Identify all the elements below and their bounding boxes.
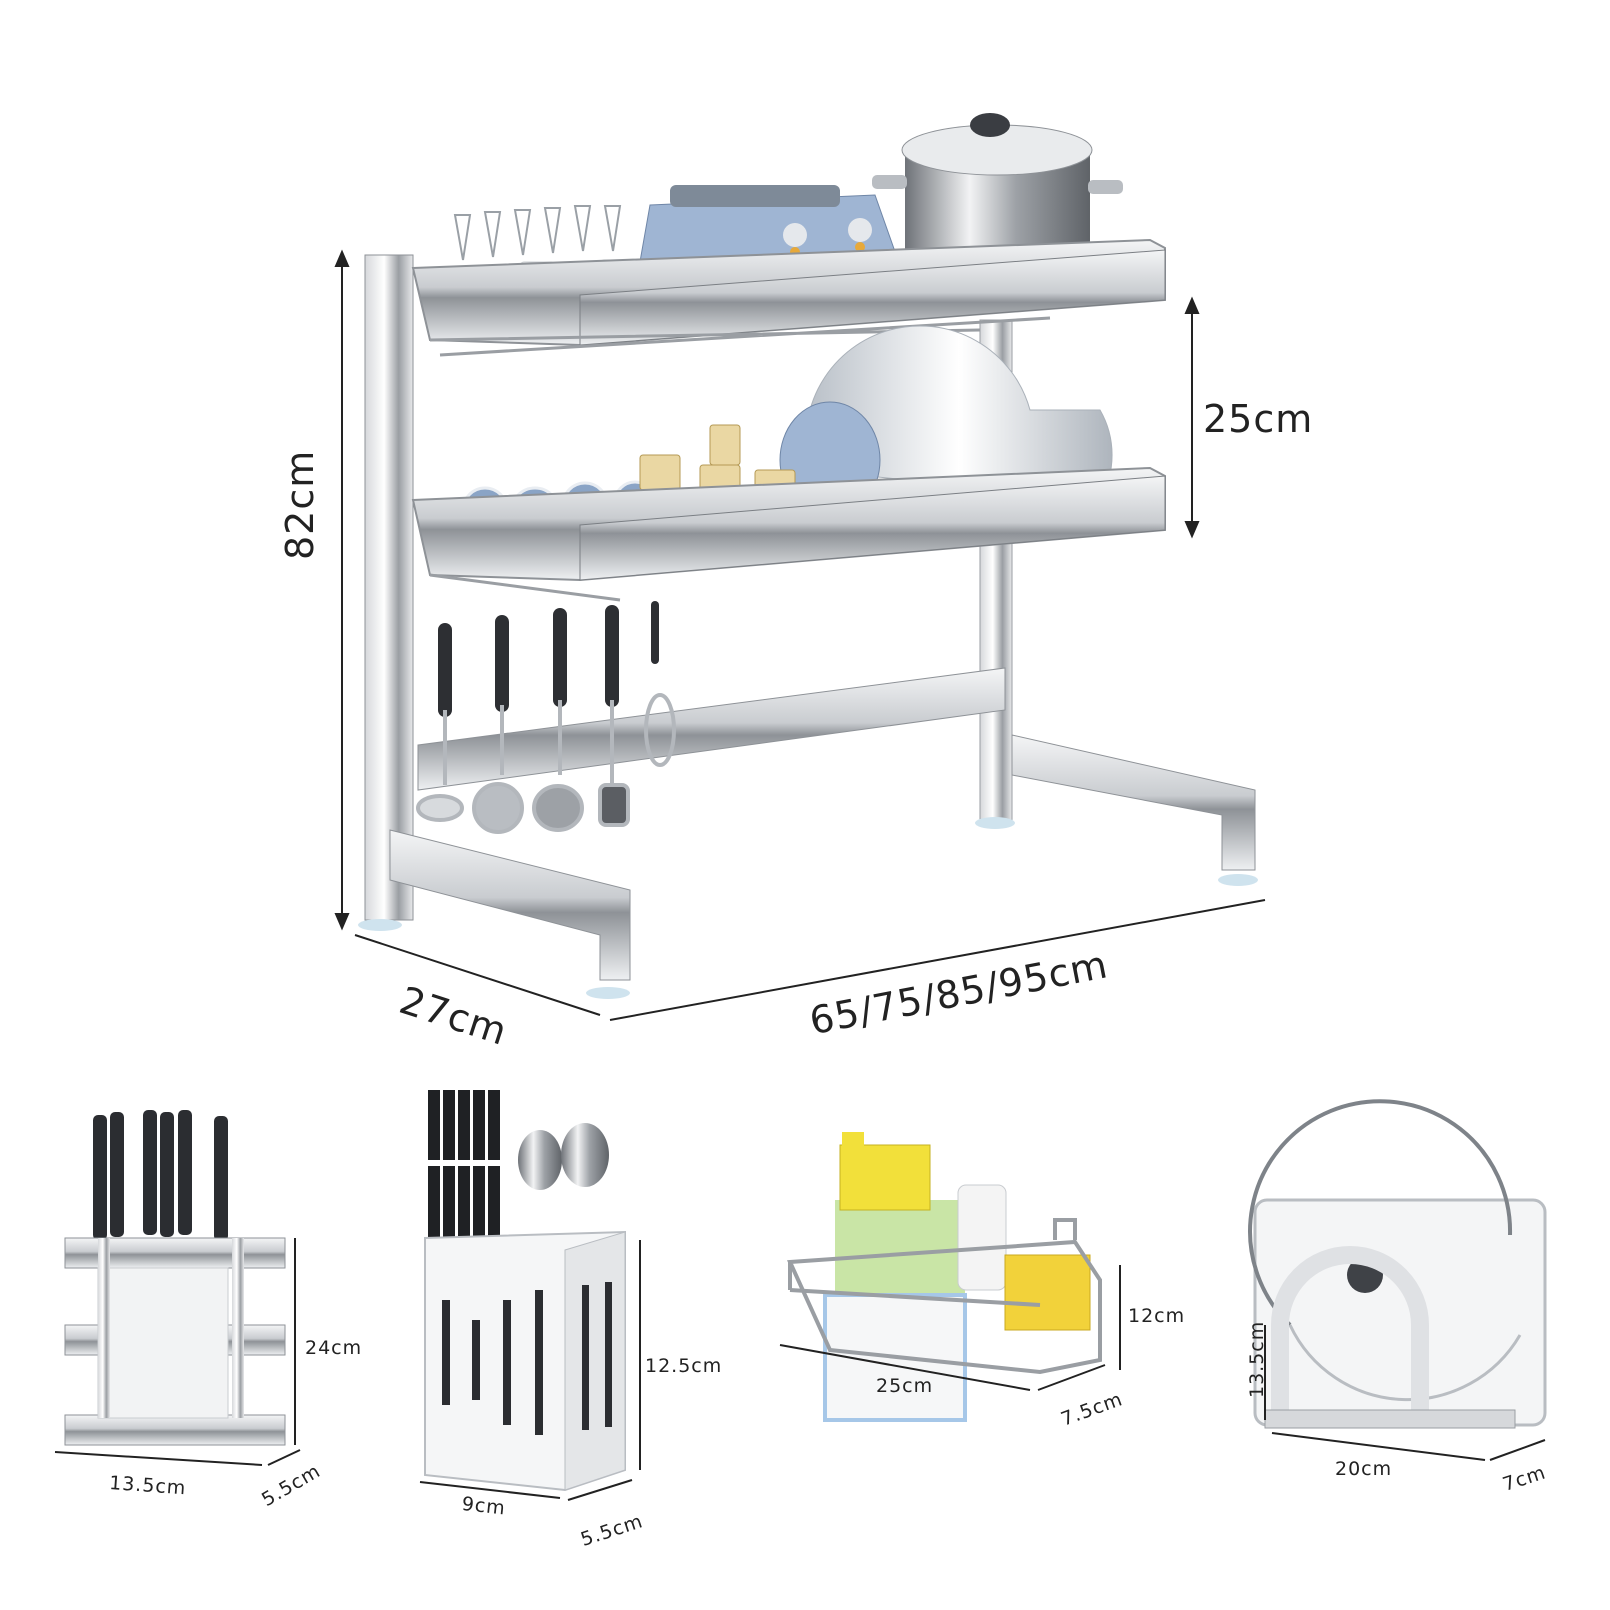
sponge-basket-height-label: 12cm bbox=[1128, 1305, 1186, 1327]
dimension-lines-lid bbox=[1264, 1325, 1546, 1461]
dimension-lines-sponge bbox=[779, 1265, 1121, 1391]
hanging-utensils bbox=[438, 601, 659, 717]
rack-crossbar bbox=[417, 667, 1006, 791]
utensil-holder-height-label: 12.5cm bbox=[645, 1355, 723, 1377]
wine-glasses bbox=[453, 205, 622, 261]
shelf-gap-label: 25cm bbox=[1203, 397, 1314, 441]
dimension-lines-knife bbox=[54, 1238, 301, 1466]
sponge-basket-width-label: 25cm bbox=[876, 1375, 934, 1397]
dimension-lines-main bbox=[334, 249, 1266, 1021]
lid-rack-width-label: 20cm bbox=[1335, 1458, 1393, 1480]
knife-holder bbox=[64, 1110, 286, 1446]
rack-foot-front bbox=[389, 829, 631, 981]
knife-holder-height-label: 24cm bbox=[305, 1337, 363, 1359]
sponge-basket bbox=[786, 1132, 1102, 1422]
dimension-lines-utensil bbox=[419, 1240, 641, 1501]
rack-post-front bbox=[364, 254, 414, 921]
utensil-holder bbox=[424, 1090, 626, 1492]
utensil-holder-width-label: 9cm bbox=[460, 1493, 507, 1520]
lid-rack-height-label: 13.5cm bbox=[1246, 1320, 1268, 1398]
lid-rack bbox=[1248, 1099, 1547, 1429]
rack-foot-back bbox=[1011, 734, 1256, 871]
dish-rack bbox=[358, 113, 1258, 999]
height-label: 82cm bbox=[278, 449, 322, 560]
